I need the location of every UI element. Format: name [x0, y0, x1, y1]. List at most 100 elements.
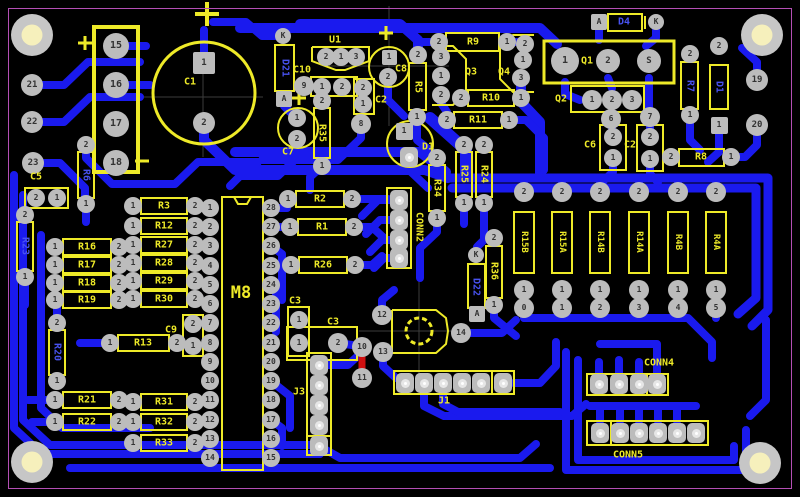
m8-pin-24[interactable]: 24 [262, 276, 280, 294]
r14a-outline[interactable] [628, 211, 650, 274]
pad-8[interactable]: 8 [351, 114, 371, 134]
c10-pad-2[interactable]: 2 [333, 78, 351, 96]
r15b-pad-2[interactable]: 2 [514, 182, 534, 202]
r12-pad-1[interactable]: 1 [124, 217, 142, 235]
r29-pad-2[interactable]: 2 [186, 272, 204, 290]
d4-pad-K[interactable]: K [648, 14, 664, 30]
m8-pin-17[interactable]: 17 [262, 411, 280, 429]
m8-pin-7[interactable]: 7 [201, 314, 219, 332]
c3a-pad-1[interactable]: 1 [290, 334, 308, 352]
q1-pad-1[interactable]: 1 [551, 47, 579, 75]
c2a-pad-1[interactable]: 1 [354, 95, 372, 113]
m8-outline[interactable] [233, 196, 252, 205]
r20-pad-1[interactable]: 1 [48, 372, 66, 390]
c7-pad-2[interactable]: 2 [288, 130, 306, 148]
j1-pad-5[interactable] [472, 373, 490, 393]
d4-pad-A[interactable]: A [591, 14, 607, 30]
conn5-pad-6[interactable] [687, 423, 705, 443]
q3-pad-1[interactable]: 1 [432, 67, 450, 85]
c6-pad-1[interactable]: 1 [604, 149, 622, 167]
r8-pad-2[interactable]: 2 [662, 148, 680, 166]
conn4-pad-1[interactable] [590, 374, 608, 394]
conn2-pad-3[interactable] [390, 230, 408, 250]
r4a-outline[interactable] [705, 211, 727, 274]
r20-pad-2[interactable]: 2 [48, 314, 66, 332]
c7-pad-1[interactable]: 1 [288, 109, 306, 127]
r26-pad-1[interactable]: 1 [282, 256, 300, 274]
r15a-pad-1[interactable]: 1 [552, 280, 572, 300]
conn4-pad-3[interactable] [630, 374, 648, 394]
c8-pad-2[interactable]: 2 [379, 68, 397, 86]
r1-pad-2[interactable]: 2 [345, 218, 363, 236]
pad-19[interactable]: 19 [746, 69, 768, 91]
r36-pad-2[interactable]: 2 [485, 229, 503, 247]
r17-pad-2[interactable]: 2 [110, 256, 128, 274]
conn5-pad-1[interactable] [591, 423, 609, 443]
j1-pad-6[interactable] [494, 373, 512, 393]
d4-outline[interactable] [607, 13, 643, 32]
c8-pad-1[interactable]: 1 [381, 49, 397, 65]
q1-pad-2[interactable]: 2 [596, 49, 620, 73]
m8-pin-1[interactable]: 1 [201, 199, 219, 217]
q4-pad-2[interactable]: 2 [516, 35, 534, 53]
r11-pad-1[interactable]: 1 [500, 111, 518, 129]
conn5-pad-2[interactable] [611, 423, 629, 443]
m8-pin-22[interactable]: 22 [262, 314, 280, 332]
d1c-pad-2[interactable] [400, 147, 418, 167]
r4b-pad-2[interactable]: 2 [668, 182, 688, 202]
r33-pad-2[interactable]: 2 [186, 434, 204, 452]
r19-pad-1[interactable]: 1 [46, 291, 64, 309]
hdr-pad-15[interactable]: 15 [103, 33, 129, 59]
c2b-pad-2[interactable]: 2 [641, 128, 659, 146]
hdr-pad-18[interactable]: 18 [103, 150, 129, 176]
m8-pin-3[interactable]: 3 [201, 237, 219, 255]
q4-pad-3[interactable]: 3 [512, 69, 530, 87]
hdr-pad-16[interactable]: 16 [103, 72, 129, 98]
m8-pin-11[interactable]: 11 [201, 391, 219, 409]
pad-13[interactable]: 13 [373, 342, 393, 362]
u1-pad-3[interactable]: 3 [347, 48, 365, 66]
j1-pad-3[interactable] [434, 373, 452, 393]
r31-pad-1[interactable]: 1 [124, 393, 142, 411]
q4-pad-1[interactable]: 1 [514, 51, 532, 69]
j3-pad-2[interactable] [310, 375, 328, 395]
d22-pad-A[interactable]: A [469, 306, 485, 322]
conn5-outline[interactable] [586, 420, 709, 446]
r9-pad-2[interactable]: 2 [430, 33, 448, 51]
r28-pad-2[interactable]: 2 [186, 254, 204, 272]
conn2-pad-2[interactable] [390, 210, 408, 230]
r14a-pad-2[interactable]: 2 [629, 182, 649, 202]
pad-10[interactable]: 10 [352, 337, 372, 357]
m8-pin-25[interactable]: 25 [262, 257, 280, 275]
d1c-pad-1[interactable]: 1 [395, 122, 413, 140]
r4b-outline[interactable] [667, 211, 689, 274]
r4b-pad-1[interactable]: 1 [668, 280, 688, 300]
r35-pad-1[interactable]: 1 [313, 157, 331, 175]
j3-pad-3[interactable] [310, 395, 328, 415]
r14b-pad-1[interactable]: 1 [590, 280, 610, 300]
m8-pin-4[interactable]: 4 [201, 257, 219, 275]
conn5-pad-5[interactable] [668, 423, 686, 443]
conn4-outline[interactable] [586, 373, 669, 396]
r34-pad-1[interactable]: 1 [428, 209, 446, 227]
u1-pad-2[interactable]: 2 [317, 48, 335, 66]
r6-pad-2[interactable]: 2 [77, 136, 95, 154]
c1-outline[interactable] [151, 40, 257, 146]
r4a-pad-2[interactable]: 2 [706, 182, 726, 202]
r21-pad-1[interactable]: 1 [46, 391, 64, 409]
r24-pad-1[interactable]: 1 [475, 194, 493, 212]
pad-9[interactable]: 9 [294, 76, 314, 96]
m8-pin-12[interactable]: 12 [201, 411, 219, 429]
r32-pad-2[interactable]: 2 [186, 413, 204, 431]
r36-pad-1[interactable]: 1 [485, 296, 503, 314]
d1b-pad-1[interactable]: 1 [710, 116, 728, 134]
conn2-outline[interactable] [386, 187, 412, 269]
pad-23[interactable]: 23 [22, 152, 44, 174]
r19-pad-2[interactable]: 2 [110, 291, 128, 309]
c2a-pad-2[interactable]: 2 [354, 79, 372, 97]
r6-pad-1[interactable]: 1 [77, 195, 95, 213]
r13-pad-1[interactable]: 1 [101, 334, 119, 352]
conn5-pad-3[interactable] [630, 423, 648, 443]
r25-pad-2[interactable]: 2 [455, 136, 473, 154]
